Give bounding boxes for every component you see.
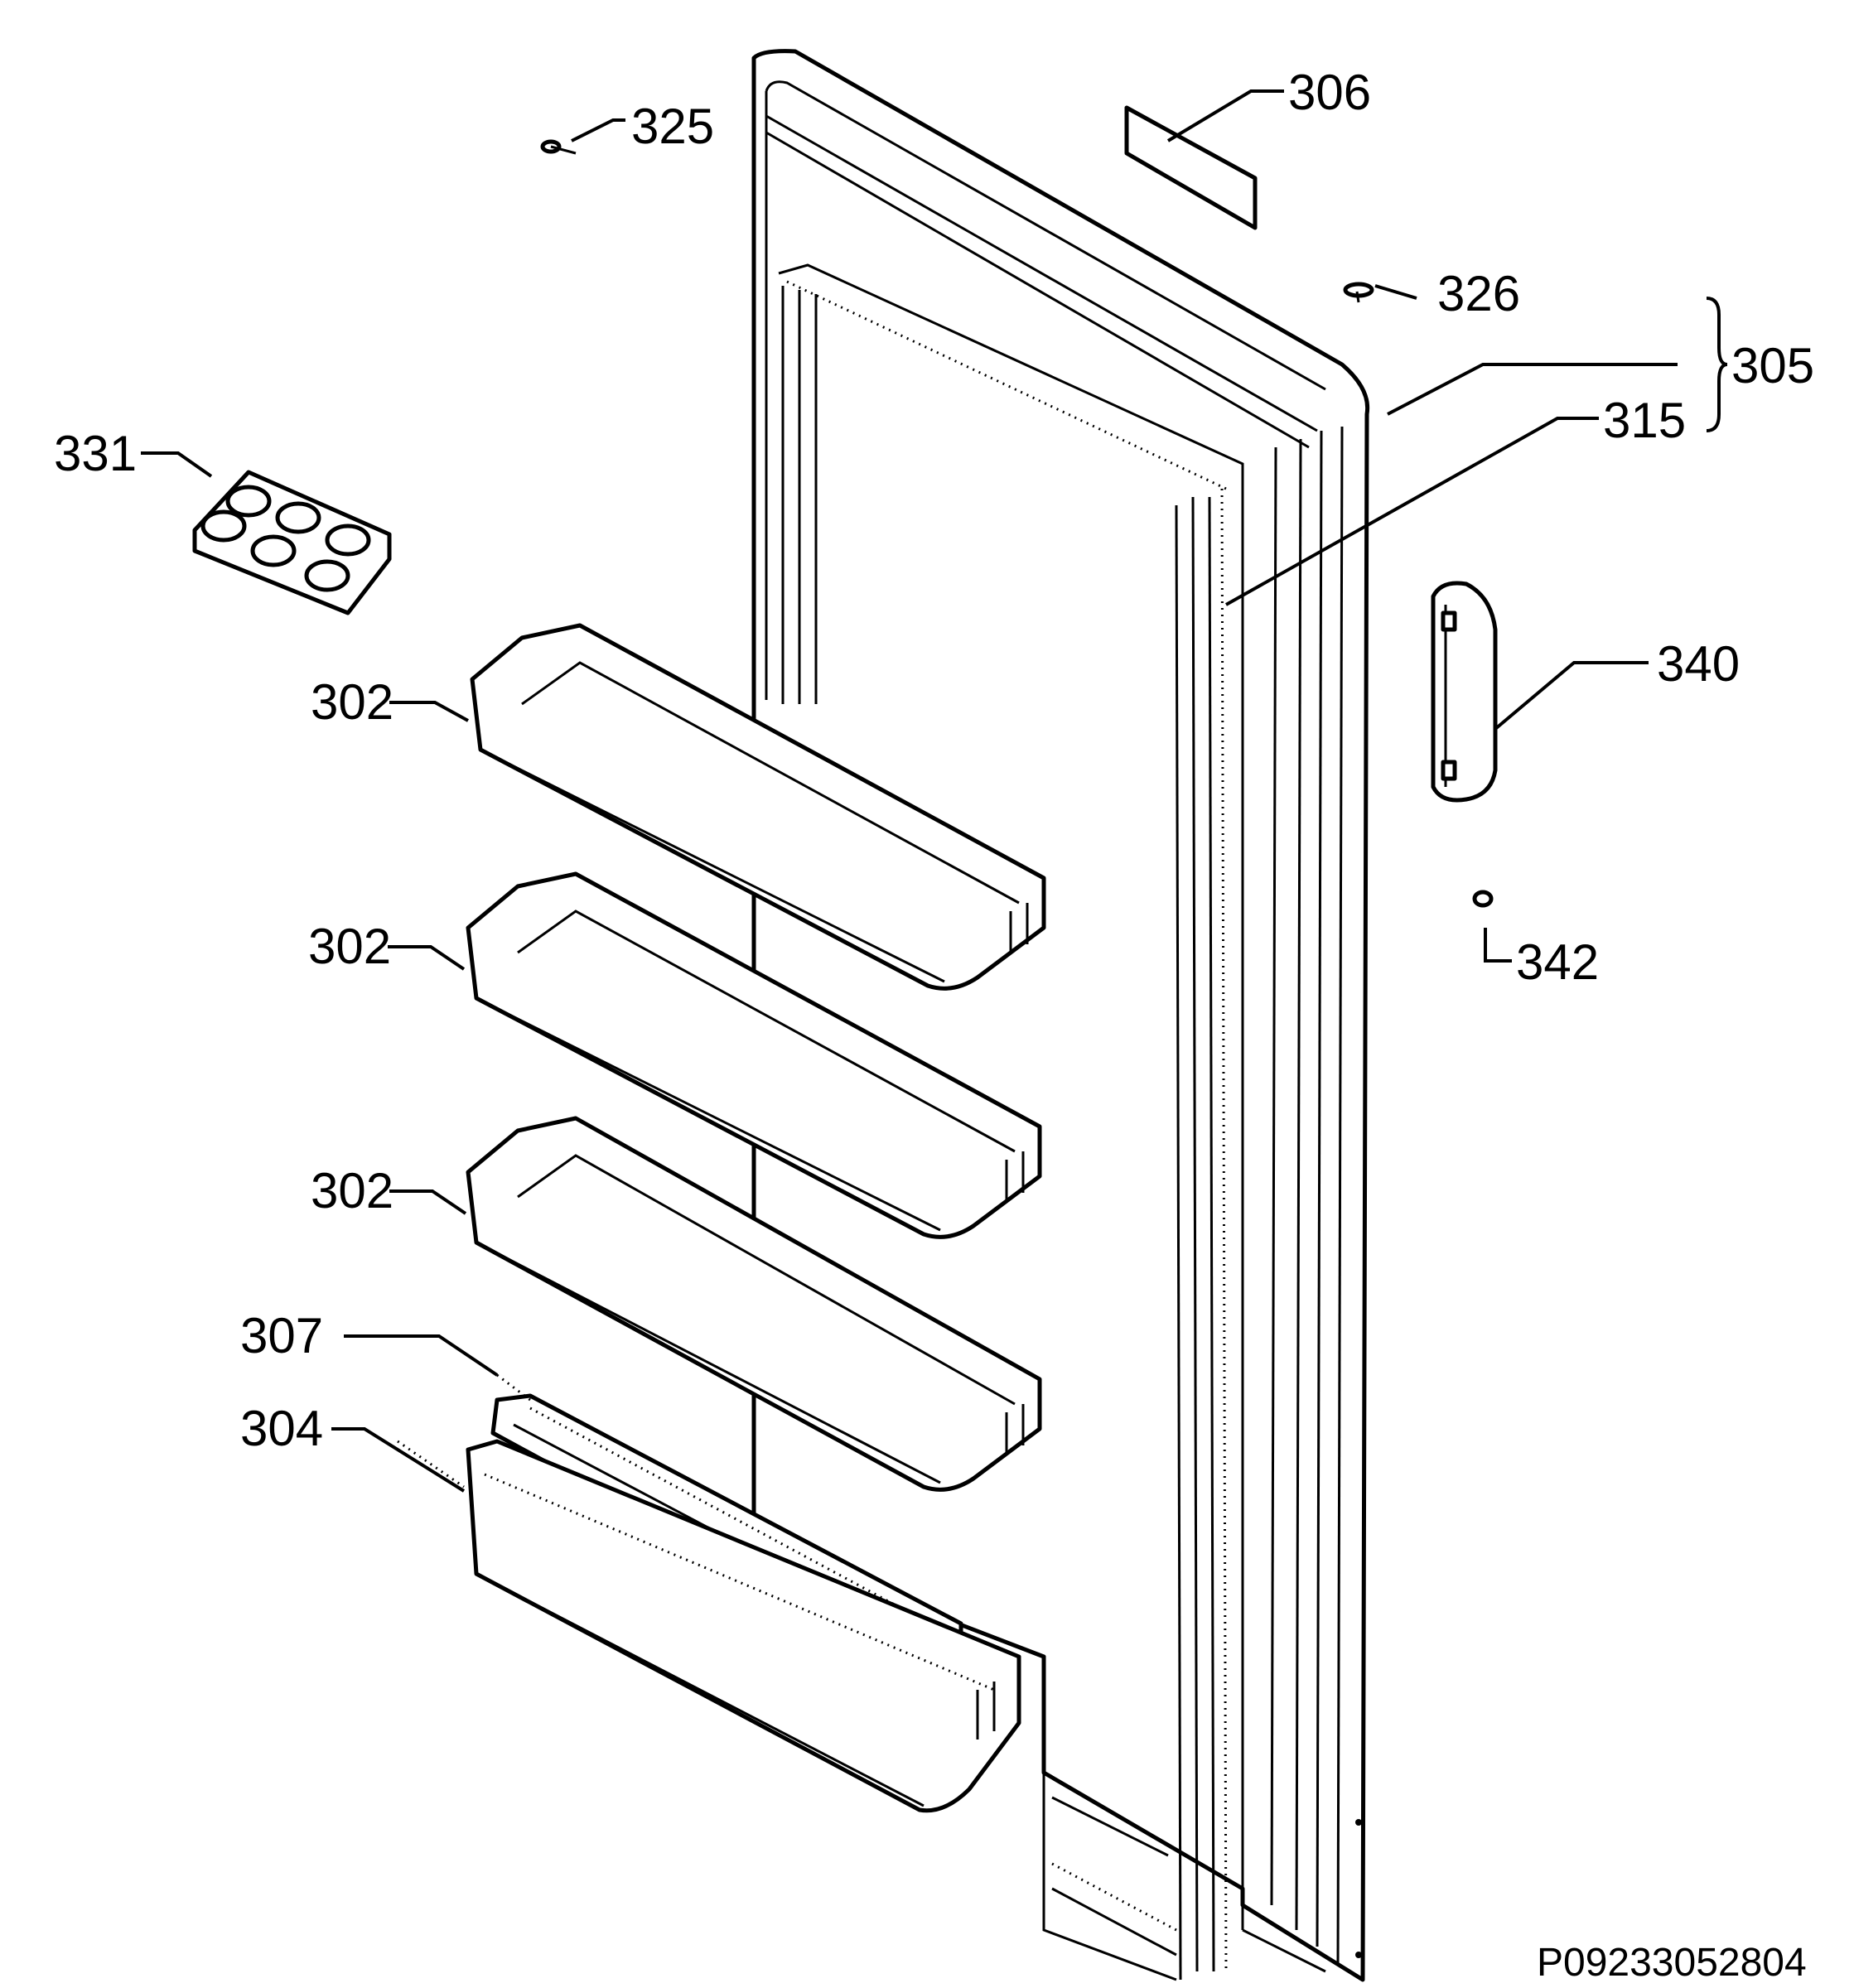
- bottle-bin-304: 304: [240, 1401, 1021, 1813]
- label-304: 304: [240, 1401, 323, 1456]
- door-shelf-302-middle: 302: [308, 871, 1042, 1239]
- door-handle-340: 340: [1431, 581, 1740, 803]
- label-305: 305: [1731, 338, 1814, 393]
- label-302-top: 302: [311, 674, 393, 730]
- hinge-pin-326: 326: [1343, 266, 1520, 321]
- door-shelf-302-bottom: 302: [311, 1116, 1042, 1492]
- door-assembly-leaders: 305 315: [1225, 297, 1814, 606]
- grommet-342: 342: [1472, 890, 1599, 990]
- label-302-bottom: 302: [311, 1163, 393, 1218]
- label-315: 315: [1603, 393, 1686, 448]
- label-342: 342: [1516, 934, 1599, 990]
- label-302-middle: 302: [308, 919, 391, 974]
- rating-label-sticker-306: 306: [1124, 65, 1371, 230]
- screw-325: 325: [540, 99, 714, 155]
- label-326: 326: [1437, 266, 1520, 321]
- label-331: 331: [54, 426, 137, 481]
- door-panel: [751, 49, 1370, 1982]
- drawing-code: P09233052804: [1537, 1941, 1807, 1985]
- label-306: 306: [1288, 65, 1371, 120]
- label-325: 325: [631, 99, 714, 154]
- label-340: 340: [1657, 636, 1740, 692]
- label-307: 307: [240, 1308, 323, 1363]
- egg-tray-331: 331: [54, 426, 392, 615]
- door-shelf-302-top: 302: [311, 623, 1046, 991]
